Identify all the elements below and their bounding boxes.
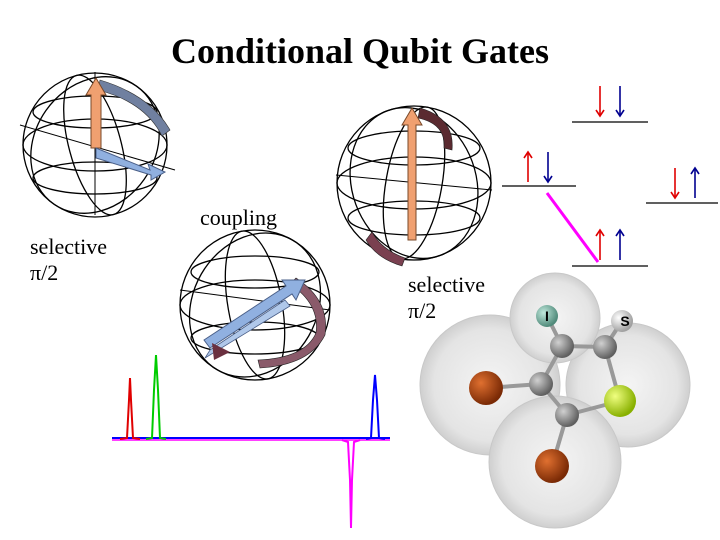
label-selective-right: selective π/2 xyxy=(408,272,485,324)
atom-label-i: I xyxy=(545,308,549,324)
atom-teal xyxy=(536,305,558,327)
atom-silver xyxy=(611,310,633,332)
atom-carbon xyxy=(593,335,617,359)
label-selective-left-line2: π/2 xyxy=(30,260,59,285)
atom-label-s: S xyxy=(620,313,629,329)
label-selective-left: selective π/2 xyxy=(30,234,107,286)
label-coupling: coupling xyxy=(200,205,277,230)
atom-carbon xyxy=(550,334,574,358)
label-selective-right-line1: selective xyxy=(408,272,485,297)
atom-carbon xyxy=(555,403,579,427)
atom-yellowgreen xyxy=(604,385,636,417)
spectrum-peak-red xyxy=(119,377,141,440)
label-selective-left-line1: selective xyxy=(30,234,107,259)
spectrum-peak-magenta xyxy=(341,439,361,529)
atom-carbon xyxy=(529,372,553,396)
label-selective-right-line2: π/2 xyxy=(408,298,437,323)
spectrum-peak-blue xyxy=(365,374,386,440)
atom-brown xyxy=(469,371,503,405)
page-title: Conditional Qubit Gates xyxy=(170,31,550,71)
spectrum-peak-green xyxy=(145,354,167,440)
atom-brown xyxy=(535,449,569,483)
